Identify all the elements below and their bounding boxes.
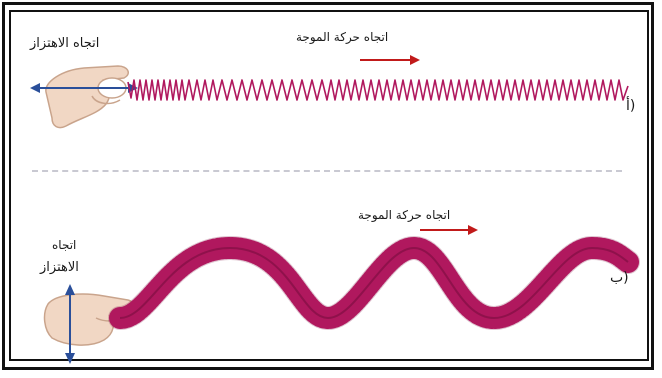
panel-separator bbox=[32, 170, 622, 172]
wave-motion-arrow-a bbox=[360, 55, 420, 65]
wave-direction-label-a: اتجاه حركة الموجة bbox=[296, 30, 389, 44]
oscillation-direction-label-b-line1: اتجاه bbox=[52, 238, 77, 252]
part-label-b: (ب bbox=[610, 270, 629, 286]
transverse-spring-core bbox=[119, 246, 629, 320]
outer-frame bbox=[2, 2, 654, 370]
longitudinal-spring bbox=[127, 79, 629, 101]
inner-frame bbox=[9, 10, 649, 361]
oscillation-direction-label-a: اتجاه الاهتزاز bbox=[30, 36, 100, 51]
oscillation-direction-label-b-line2: الاهتزاز bbox=[40, 260, 79, 275]
wave-direction-label-b: اتجاه حركة الموجة bbox=[358, 208, 451, 222]
oscillation-arrow-b bbox=[65, 284, 75, 364]
hand-a bbox=[45, 65, 129, 129]
part-label-a: (أ bbox=[626, 98, 636, 114]
wave-motion-arrow-b bbox=[420, 225, 478, 235]
